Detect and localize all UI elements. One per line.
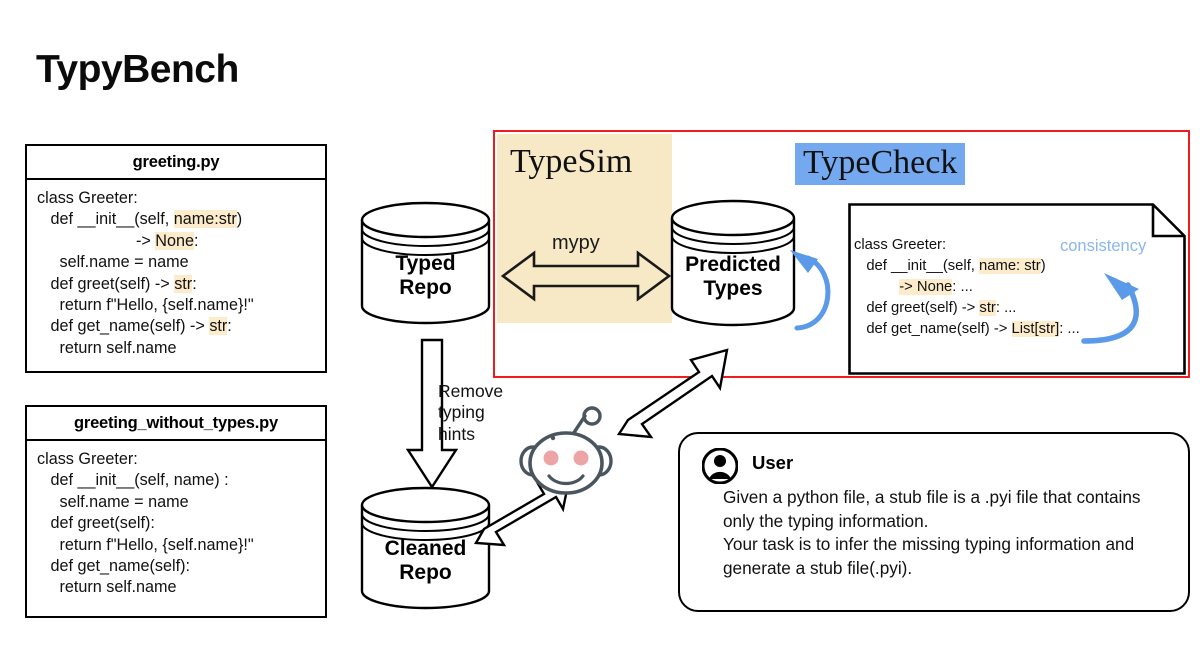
user-prompt-text: Given a python file, a stub file is a .p… bbox=[723, 487, 1141, 579]
code-text: class Greeter: bbox=[854, 237, 947, 253]
llm-to-predicted-types-arrow-icon bbox=[616, 348, 729, 439]
code-text: class Greeter: bbox=[37, 450, 138, 468]
code-line: def greet(self) -> str: ... bbox=[854, 298, 1080, 319]
note-code-body: class Greeter: def __init__(self, name: … bbox=[854, 235, 1080, 340]
code-text: : bbox=[227, 317, 232, 336]
code-text bbox=[854, 279, 899, 295]
remove-typing-hints-label: Remove typing hints bbox=[438, 381, 504, 444]
code-line: def greet(self) -> str: bbox=[37, 274, 319, 295]
code-text: ) bbox=[1040, 258, 1046, 274]
code-text: ) bbox=[236, 210, 243, 229]
code-text: def greet(self) -> bbox=[37, 274, 175, 293]
cylinder-typed-repo: Typed Repo bbox=[358, 200, 493, 326]
code-line: def __init__(self, name) : bbox=[37, 470, 319, 491]
code-text: def __init__(self, bbox=[854, 258, 980, 274]
mypy-double-arrow-icon bbox=[500, 250, 672, 302]
code-line: self.name = name bbox=[37, 492, 319, 513]
predicted-types-note: class Greeter: def __init__(self, name: … bbox=[848, 203, 1186, 375]
code-card-title: greeting.py bbox=[27, 146, 325, 180]
consistency-loop-arrow-icon bbox=[790, 250, 831, 331]
user-prompt-box: User Given a python file, a stub file is… bbox=[678, 432, 1190, 612]
code-line: def get_name(self) -> str: bbox=[37, 316, 319, 337]
code-text: self.name = name bbox=[37, 492, 189, 511]
code-text: return self.name bbox=[37, 338, 177, 357]
code-card-title: greeting_without_types.py bbox=[27, 407, 325, 441]
code-card-greeting-without-types-py: greeting_without_types.py class Greeter:… bbox=[25, 405, 327, 618]
code-text: return f"Hello, {self.name}!" bbox=[37, 535, 254, 554]
typesim-label: TypeSim bbox=[510, 143, 633, 180]
code-line: def __init__(self, name:str) bbox=[37, 209, 319, 230]
code-line: return f"Hello, {self.name}!" bbox=[37, 535, 319, 556]
remove-typing-hints-arrow-icon bbox=[405, 338, 459, 490]
code-text: def get_name(self) -> bbox=[854, 321, 1012, 337]
code-text: -> bbox=[37, 231, 156, 250]
code-text: def greet(self) -> bbox=[854, 300, 980, 316]
code-line: def greet(self): bbox=[37, 513, 319, 534]
code-line: class Greeter: bbox=[854, 235, 1080, 256]
code-line: self.name = name bbox=[37, 252, 319, 273]
page-title: TypyBench bbox=[36, 48, 239, 91]
code-text: def get_name(self): bbox=[37, 556, 190, 575]
code-text: class Greeter: bbox=[37, 189, 138, 207]
code-line: def __init__(self, name: str) bbox=[854, 256, 1080, 277]
llm-robot-mascot-icon bbox=[519, 406, 613, 495]
code-line: -> None: bbox=[37, 231, 319, 252]
code-highlight: -> None bbox=[899, 279, 953, 295]
user-avatar-icon bbox=[702, 448, 738, 484]
code-line: class Greeter: bbox=[37, 188, 319, 209]
code-card-body: class Greeter: def __init__(self, name:s… bbox=[27, 180, 325, 369]
code-text: : bbox=[194, 231, 199, 250]
consistency-label: consistency bbox=[1060, 237, 1147, 255]
code-line: def get_name(self) -> List[str]: ... bbox=[854, 319, 1080, 340]
code-line: return f"Hello, {self.name}!" bbox=[37, 295, 319, 316]
code-highlight: str bbox=[174, 274, 193, 293]
code-text: return f"Hello, {self.name}!" bbox=[37, 295, 254, 314]
code-card-body: class Greeter: def __init__(self, name) … bbox=[27, 441, 325, 609]
code-text: def greet(self): bbox=[37, 514, 155, 533]
typesim-panel bbox=[497, 134, 672, 323]
code-highlight: List[str] bbox=[1011, 321, 1060, 337]
code-line: def get_name(self): bbox=[37, 556, 319, 577]
code-highlight: name: str bbox=[979, 258, 1041, 274]
code-text: self.name = name bbox=[37, 253, 189, 272]
code-text: : bbox=[192, 274, 197, 293]
consistency-curved-arrow-icon bbox=[1081, 273, 1139, 344]
code-text: : ... bbox=[995, 300, 1017, 316]
code-text: : ... bbox=[1059, 321, 1080, 337]
code-highlight: str bbox=[209, 317, 228, 336]
user-label: User bbox=[752, 452, 794, 473]
code-card-greeting-py: greeting.py class Greeter: def __init__(… bbox=[25, 144, 327, 373]
code-line: return self.name bbox=[37, 338, 319, 359]
code-highlight: name:str bbox=[173, 210, 237, 229]
code-line: return self.name bbox=[37, 577, 319, 598]
code-text: return self.name bbox=[37, 578, 177, 597]
code-line: class Greeter: bbox=[37, 449, 319, 470]
code-text: : ... bbox=[952, 279, 973, 295]
cylinder-predicted-types: Predicted Types bbox=[668, 198, 798, 330]
mypy-label: mypy bbox=[552, 232, 600, 254]
code-line: -> None: ... bbox=[854, 277, 1080, 298]
code-highlight: None bbox=[155, 231, 194, 250]
code-text: def get_name(self) -> bbox=[37, 317, 210, 336]
code-highlight: str bbox=[979, 300, 996, 316]
code-text: def __init__(self, bbox=[37, 210, 174, 229]
typesim-typecheck-region bbox=[493, 130, 1190, 378]
typecheck-label: TypeCheck bbox=[795, 143, 966, 185]
code-text: def __init__(self, name) : bbox=[37, 471, 229, 490]
